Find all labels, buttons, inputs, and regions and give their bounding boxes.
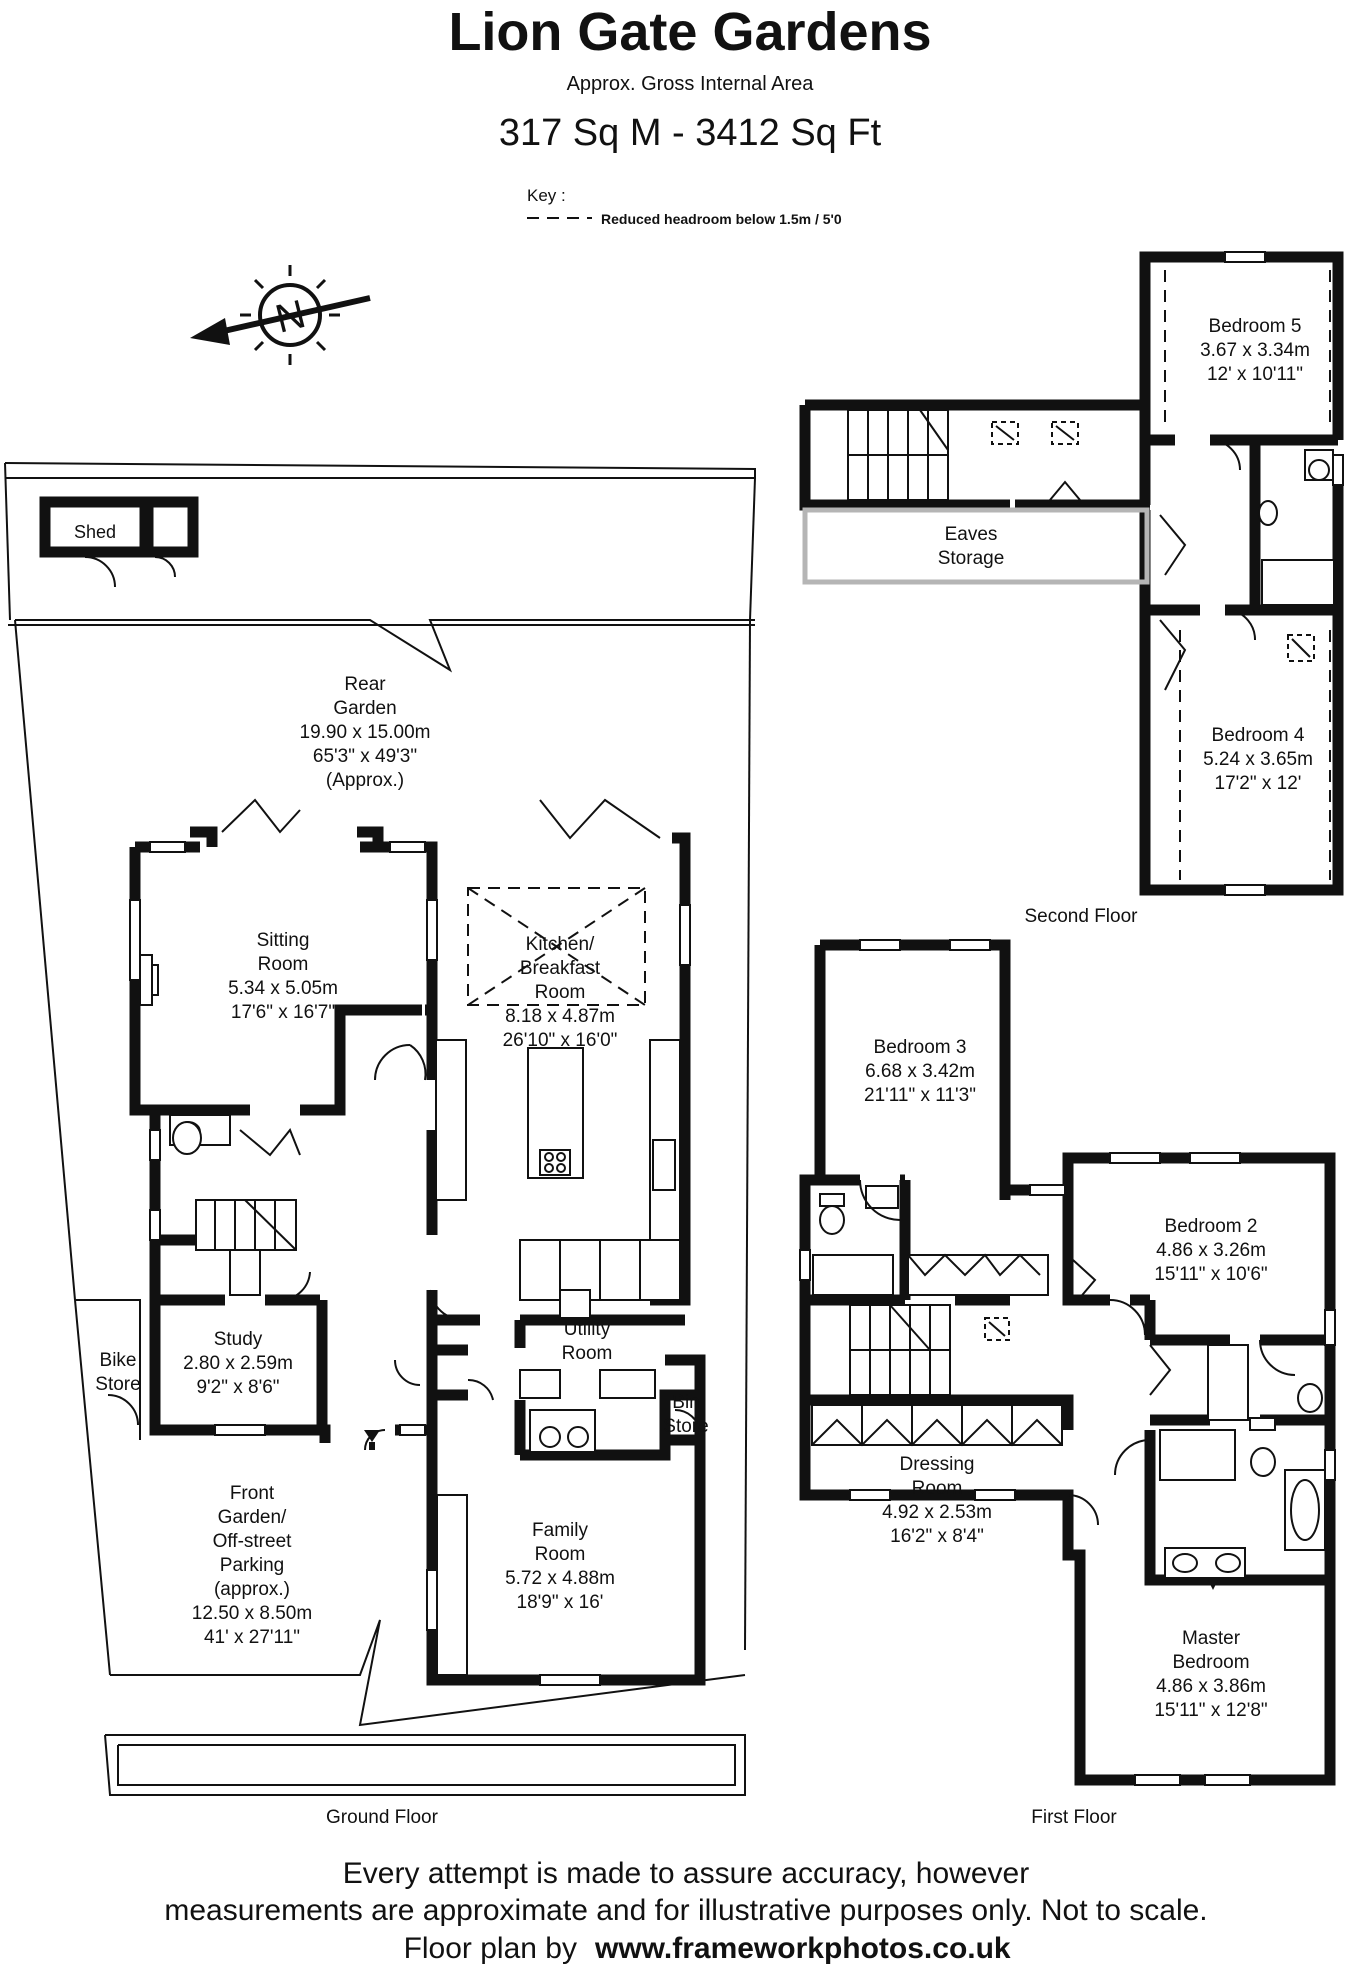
bedroom-3-imperial: 21'11" x 11'3": [864, 1085, 976, 1106]
rear-garden-note: (Approx.): [326, 770, 404, 791]
bedroom-5-label: Bedroom 5: [1209, 316, 1302, 337]
key-text: Reduced headroom below 1.5m / 5'0: [601, 211, 842, 227]
plan-title: Lion Gate Gardens: [448, 2, 931, 62]
rear-garden-label: Rear: [344, 674, 386, 695]
bedroom-5-metric: 3.67 x 3.34m: [1200, 340, 1310, 361]
master-bedroom-label: Bedroom: [1172, 1652, 1249, 1673]
utility-room-label: Utility: [564, 1319, 611, 1340]
family-room-imperial: 18'9" x 16': [517, 1592, 604, 1613]
front-garden-label: Front: [230, 1483, 275, 1504]
skylight-icon: [991, 421, 1315, 662]
bike-store-label: Store: [95, 1374, 140, 1395]
sitting-room-label: Sitting: [257, 930, 310, 951]
bedroom-2-imperial: 15'11" x 10'6": [1154, 1264, 1267, 1285]
front-garden-label: Off-street: [213, 1531, 293, 1552]
kitchen-skylight: [467, 887, 646, 1006]
bedroom-2-metric: 4.86 x 3.26m: [1156, 1240, 1266, 1261]
master-bedroom-metric: 4.86 x 3.86m: [1156, 1676, 1266, 1697]
front-garden-metric: 12.50 x 8.50m: [192, 1603, 312, 1624]
gross-area: 317 Sq M - 3412 Sq Ft: [499, 112, 882, 154]
first-stairs: [849, 1304, 951, 1396]
second-floor-label: Second Floor: [1024, 906, 1138, 927]
bin-store-label: Store: [663, 1416, 708, 1437]
rear-garden-label: Garden: [333, 698, 396, 719]
front-garden-imperial: 41' x 27'11": [204, 1627, 300, 1648]
master-bedroom-label: Master: [1182, 1628, 1241, 1649]
ground-windows: [129, 841, 691, 1686]
sitting-room-imperial: 17'6" x 16'7": [231, 1002, 335, 1023]
skylight-icon: [984, 1317, 1010, 1341]
bin-store-label: Bin: [672, 1392, 699, 1413]
disclaimer-line-1: Every attempt is made to assure accuracy…: [343, 1857, 1029, 1890]
dressing-room-imperial: 16'2" x 8'4": [890, 1526, 984, 1547]
family-room-label: Room: [535, 1544, 586, 1565]
family-room-label: Family: [532, 1520, 588, 1541]
front-garden-label: Parking: [220, 1555, 284, 1576]
bedroom-3-label: Bedroom 3: [874, 1037, 967, 1058]
kitchen-label: Breakfast: [520, 958, 601, 979]
dressing-room-label: Room: [912, 1478, 963, 1499]
front-garden-label: (approx.): [214, 1579, 290, 1600]
first-floor-label: First Floor: [1031, 1807, 1117, 1828]
ground-floor: Shed: [4, 462, 756, 1796]
shed-label: Shed: [74, 522, 116, 542]
dressing-room-metric: 4.92 x 2.53m: [882, 1502, 992, 1523]
credit-url[interactable]: www.frameworkphotos.co.uk: [594, 1932, 1011, 1965]
sitting-room-metric: 5.34 x 5.05m: [228, 978, 338, 999]
utility-room-label: Room: [562, 1343, 613, 1364]
rear-garden-imperial: 65'3" x 49'3": [313, 746, 417, 767]
kitchen-label: Kitchen/: [526, 934, 595, 955]
kitchen-label: Room: [535, 982, 586, 1003]
plan-subtitle: Approx. Gross Internal Area: [567, 73, 815, 95]
study-metric: 2.80 x 2.59m: [183, 1353, 293, 1374]
bedroom-4-metric: 5.24 x 3.65m: [1203, 749, 1313, 770]
compass-icon: N: [190, 265, 371, 365]
study-label: Study: [214, 1329, 263, 1350]
kitchen-imperial: 26'10" x 16'0": [503, 1030, 618, 1051]
bedroom-4-imperial: 17'2" x 12': [1215, 773, 1302, 794]
second-stairs: [847, 409, 949, 501]
front-garden-label: Garden/: [218, 1507, 287, 1528]
study-imperial: 9'2" x 8'6": [196, 1377, 279, 1398]
master-bedroom-imperial: 15'11" x 12'8": [1154, 1700, 1267, 1721]
eaves-storage-label: Eaves: [945, 524, 998, 545]
bedroom-5-imperial: 12' x 10'11": [1207, 364, 1303, 385]
second-floor: [799, 251, 1344, 896]
ground-stairs: [195, 1199, 297, 1251]
credit-label: Floor plan by: [404, 1932, 577, 1965]
family-room-metric: 5.72 x 4.88m: [505, 1568, 615, 1589]
key-label: Key :: [527, 186, 566, 205]
rear-garden-metric: 19.90 x 15.00m: [300, 722, 431, 743]
ground-floor-label: Ground Floor: [326, 1807, 439, 1828]
bike-store-label: Bike: [100, 1350, 137, 1371]
bedroom-4-label: Bedroom 4: [1212, 725, 1305, 746]
room-labels: Rear Garden 19.90 x 15.00m 65'3" x 49'3"…: [95, 316, 1313, 1721]
dressing-room-label: Dressing: [900, 1454, 975, 1475]
eaves-storage-label: Storage: [938, 548, 1005, 569]
bedroom-2-label: Bedroom 2: [1165, 1216, 1258, 1237]
kitchen-metric: 8.18 x 4.87m: [505, 1006, 615, 1027]
sitting-room-label: Room: [258, 954, 309, 975]
first-floor: [799, 939, 1336, 1786]
shed: Shed: [39, 496, 199, 588]
compass-north-label: N: [271, 292, 310, 342]
bedroom-3-metric: 6.68 x 3.42m: [865, 1061, 975, 1082]
disclaimer-line-2: measurements are approximate and for ill…: [164, 1894, 1207, 1927]
